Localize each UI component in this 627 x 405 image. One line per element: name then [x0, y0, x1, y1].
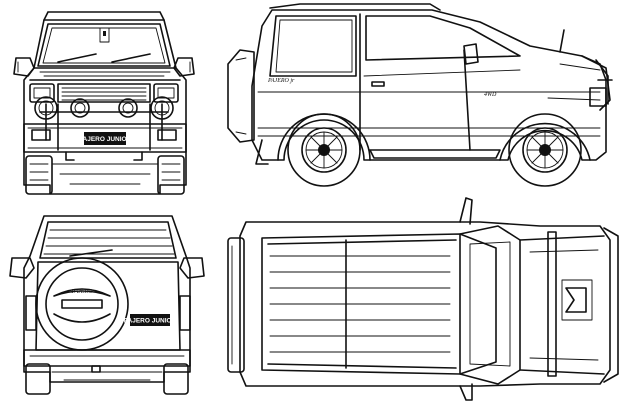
front-plate-text: PAJERO JUNIOR — [79, 136, 132, 143]
front-view: PAJERO JUNIOR — [13, 11, 195, 195]
side-view: PAJERO jr 4WD — [227, 3, 613, 187]
rear-view: PAJERO PAJERO JUNIOR — [9, 215, 205, 395]
rear-plate-text: PAJERO JUNIOR — [124, 318, 177, 325]
spare-cover-badge: PAJERO — [71, 289, 94, 295]
rear-plate — [130, 314, 170, 326]
side-badge: 4WD — [484, 91, 497, 98]
top-view — [227, 197, 619, 401]
side-script: PAJERO jr — [267, 78, 295, 84]
front-plate — [84, 132, 126, 145]
